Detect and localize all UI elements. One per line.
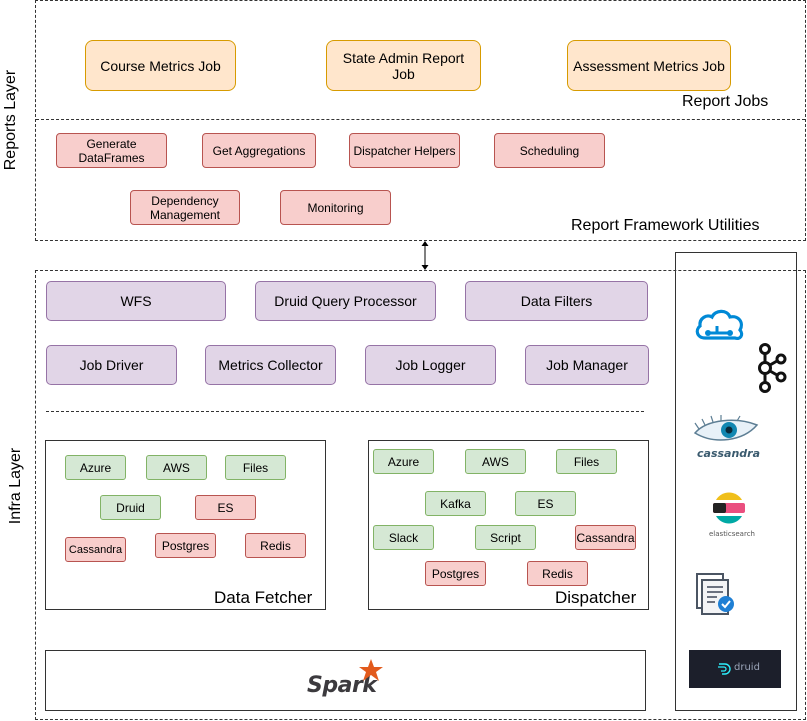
elasticsearch-logo: elasticsearch bbox=[697, 490, 767, 542]
kafka-icon bbox=[758, 343, 787, 393]
infra-data-filters: Data Filters bbox=[465, 281, 648, 321]
infra-job-manager: Job Manager bbox=[525, 345, 649, 385]
druid-icon bbox=[718, 663, 731, 675]
dispatcher-cassandra: Cassandra bbox=[575, 525, 636, 550]
infra-wfs: WFS bbox=[46, 281, 226, 321]
util-get-aggregations: Get Aggregations bbox=[202, 133, 316, 168]
spark-logo: Spark bbox=[305, 658, 395, 702]
spark-star-icon bbox=[359, 659, 383, 681]
assessment-metrics-job: Assessment Metrics Job bbox=[567, 40, 731, 91]
util-monitoring: Monitoring bbox=[280, 190, 391, 225]
cassandra-logo: cassandra bbox=[693, 415, 761, 463]
infra-layer-label: Infra Layer bbox=[7, 447, 24, 525]
dispatcher-redis: Redis bbox=[527, 561, 588, 586]
document-check-icon bbox=[696, 573, 734, 615]
bidirectional-arrow bbox=[421, 241, 429, 270]
data-fetcher-box bbox=[45, 440, 326, 610]
tech-logos-panel bbox=[675, 252, 797, 711]
reports-layer bbox=[35, 0, 806, 241]
cassandra-wordmark: cassandra bbox=[697, 447, 761, 460]
infra-divider bbox=[46, 411, 644, 412]
cassandra-eye-icon bbox=[693, 415, 759, 441]
infra-metrics-collector: Metrics Collector bbox=[205, 345, 336, 385]
spark-box bbox=[45, 650, 646, 711]
util-dependency-management: Dependency Management bbox=[130, 190, 240, 225]
infra-layer bbox=[35, 270, 806, 720]
infra-job-logger: Job Logger bbox=[365, 345, 496, 385]
fetcher-azure: Azure bbox=[65, 455, 126, 480]
reports-divider bbox=[36, 119, 805, 120]
azure-cloud-icon bbox=[695, 309, 744, 341]
dispatcher-aws: AWS bbox=[465, 449, 526, 474]
fetcher-aws: AWS bbox=[146, 455, 207, 480]
dispatcher-box bbox=[368, 440, 649, 610]
fetcher-es: ES bbox=[195, 495, 256, 520]
dispatcher-azure: Azure bbox=[373, 449, 434, 474]
dispatcher-script: Script bbox=[475, 525, 536, 550]
fetcher-files: Files bbox=[225, 455, 286, 480]
elasticsearch-wordmark: elasticsearch bbox=[709, 530, 755, 538]
dispatcher-es: ES bbox=[515, 491, 576, 516]
fetcher-redis: Redis bbox=[245, 533, 306, 558]
state-admin-report-job: State Admin Report Job bbox=[326, 40, 481, 91]
fetcher-druid: Druid bbox=[100, 495, 161, 520]
util-generate-dataframes: Generate DataFrames bbox=[56, 133, 167, 168]
druid-wordmark: druid bbox=[734, 662, 760, 673]
dispatcher-kafka: Kafka bbox=[425, 491, 486, 516]
dispatcher-postgres: Postgres bbox=[425, 561, 486, 586]
infra-job-driver: Job Driver bbox=[46, 345, 177, 385]
util-dispatcher-helpers: Dispatcher Helpers bbox=[349, 133, 460, 168]
reports-layer-label: Reports Layer bbox=[2, 69, 19, 171]
dispatcher-slack: Slack bbox=[373, 525, 434, 550]
fetcher-postgres: Postgres bbox=[155, 533, 216, 558]
data-fetcher-title: Data Fetcher bbox=[214, 588, 313, 607]
fetcher-cassandra: Cassandra bbox=[65, 537, 126, 562]
course-metrics-job: Course Metrics Job bbox=[85, 40, 236, 91]
infra-druid-query-processor: Druid Query Processor bbox=[255, 281, 436, 321]
util-scheduling: Scheduling bbox=[494, 133, 605, 168]
dispatcher-files: Files bbox=[556, 449, 617, 474]
report-framework-utilities-title: Report Framework Utilities bbox=[571, 217, 760, 234]
dispatcher-title: Dispatcher bbox=[555, 588, 637, 607]
druid-logo: druid bbox=[689, 650, 781, 688]
report-jobs-title: Report Jobs bbox=[682, 93, 769, 110]
elasticsearch-icon bbox=[713, 492, 745, 524]
